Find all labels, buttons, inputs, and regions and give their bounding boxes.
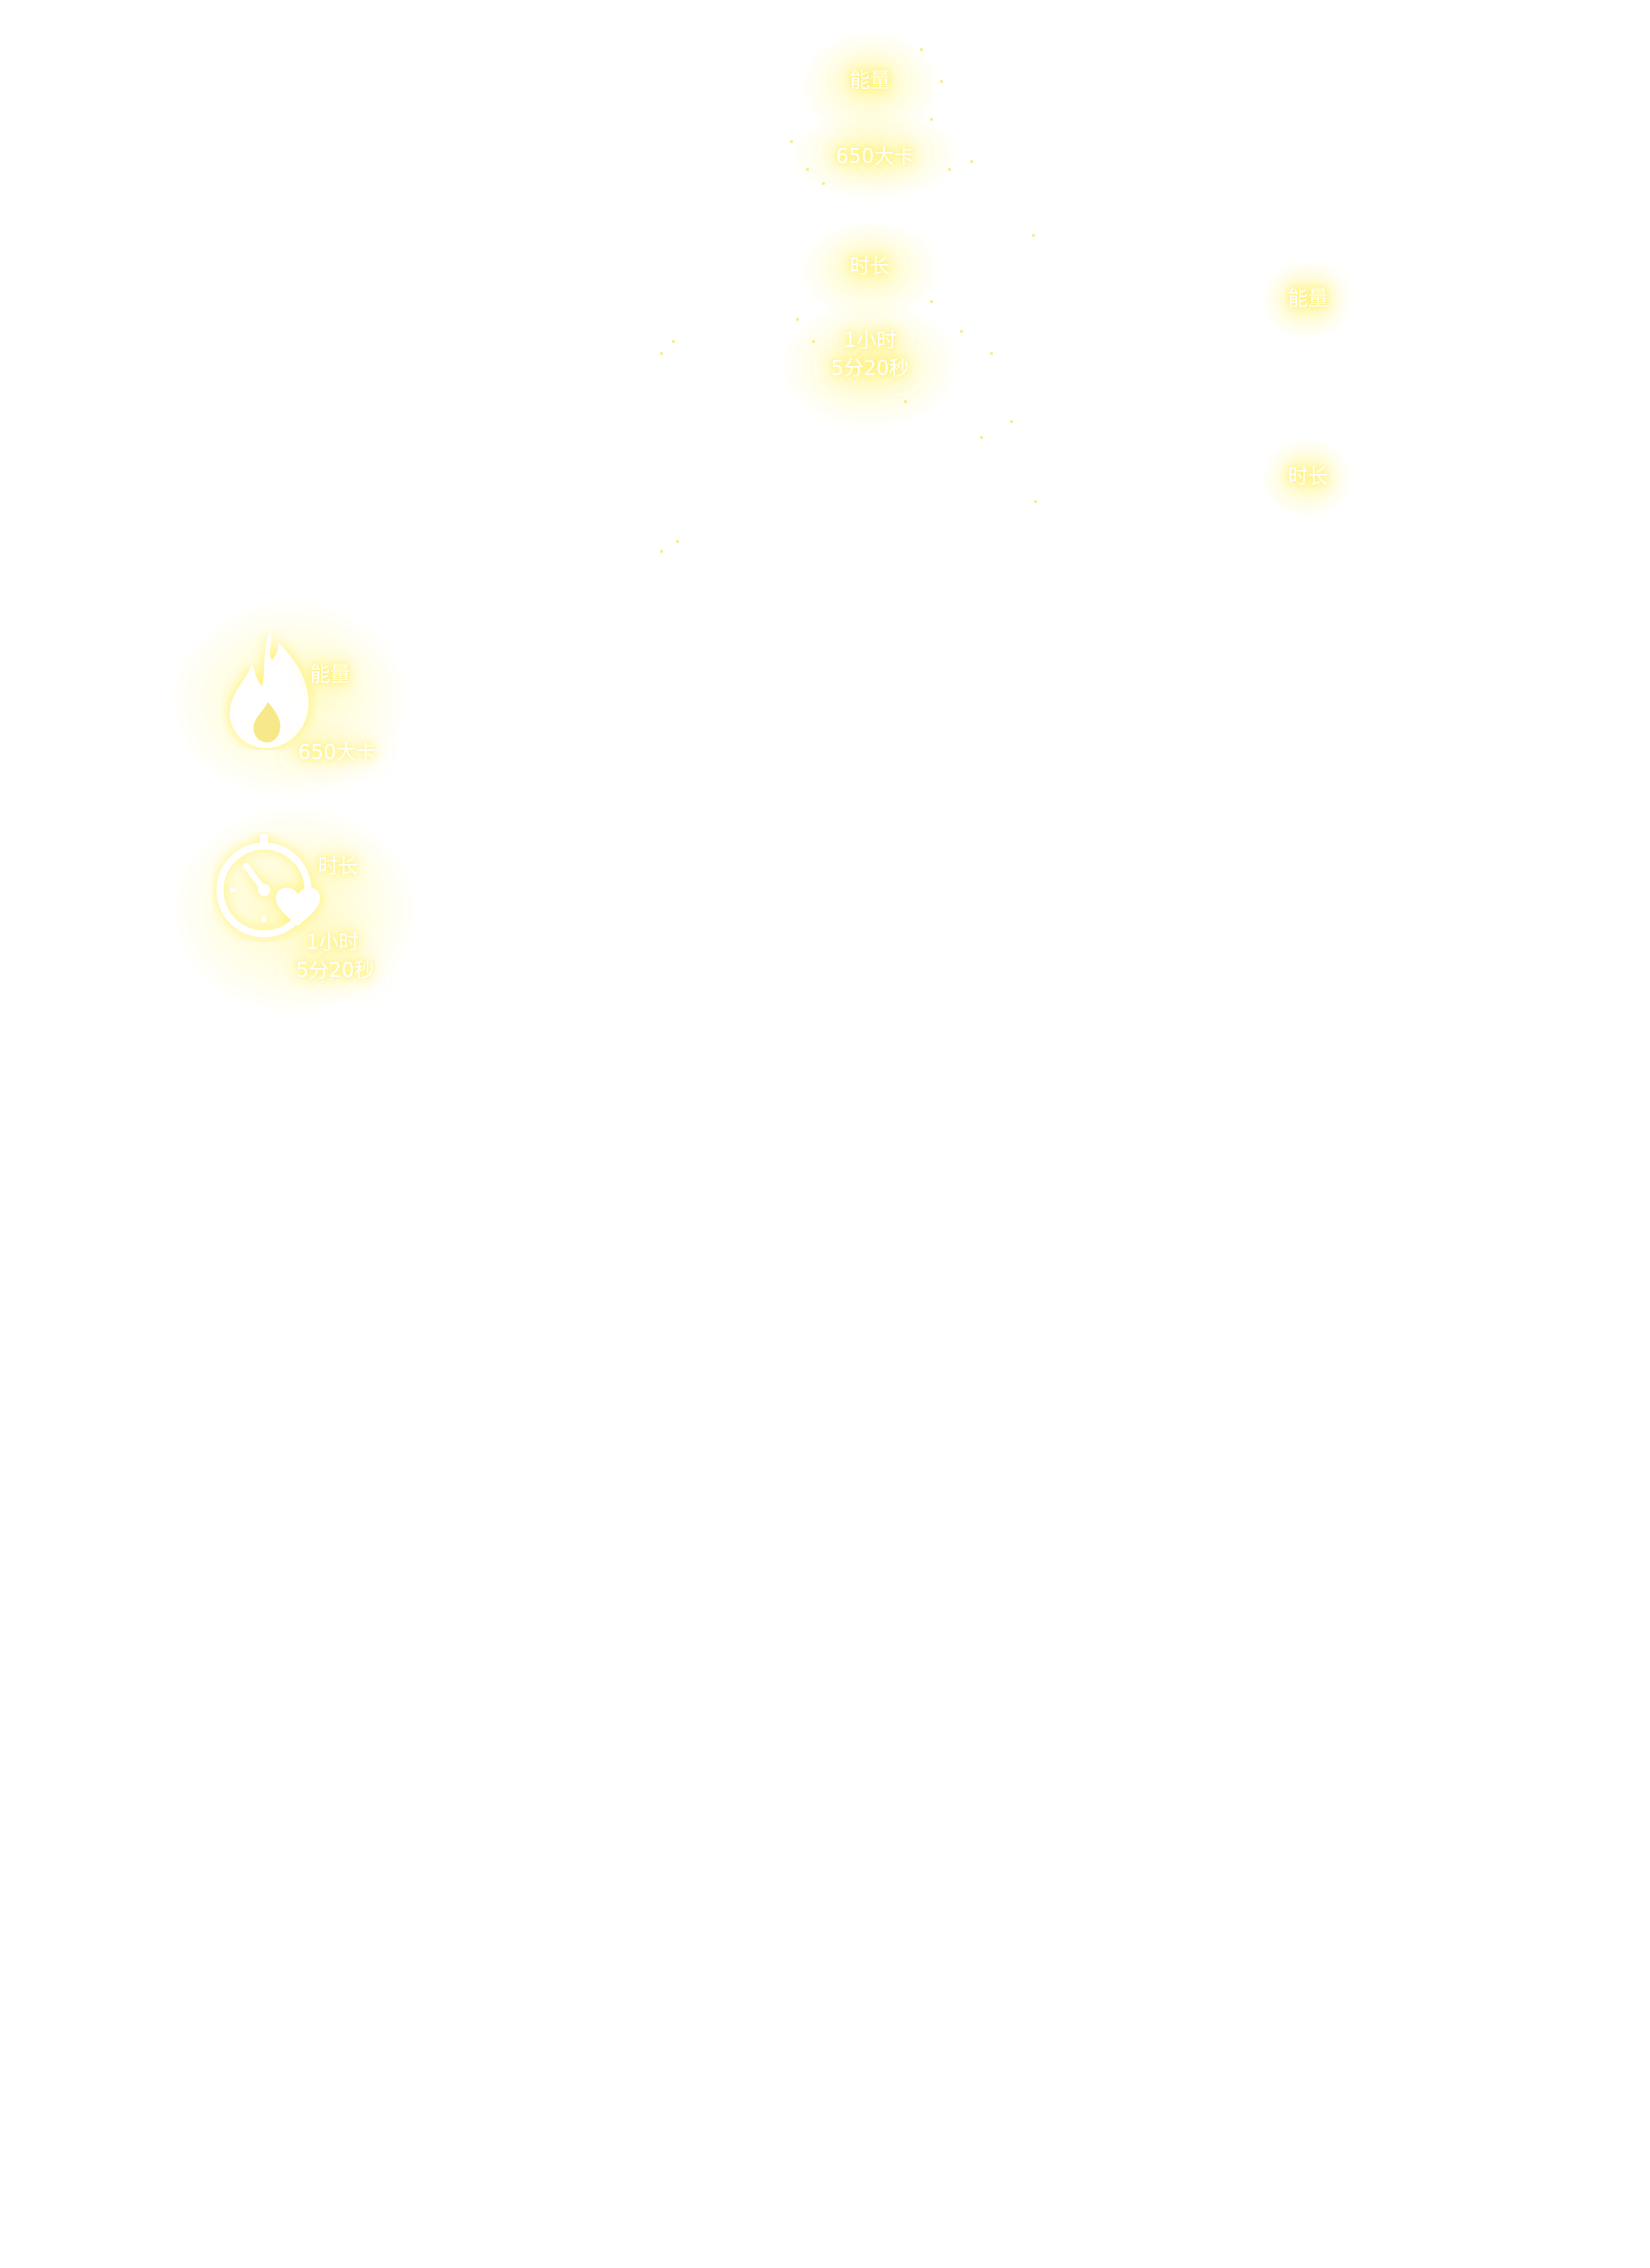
dust-speck xyxy=(970,160,973,163)
top-label-energy-value: 650大卡 xyxy=(835,144,915,168)
dust-speck xyxy=(1032,234,1035,237)
dust-speck xyxy=(960,330,963,333)
stopwatch-heart-icon xyxy=(212,832,328,942)
stat-duration-title: 时长 xyxy=(318,854,358,878)
dust-speck xyxy=(660,550,663,553)
dust-speck xyxy=(676,540,679,543)
dust-speck xyxy=(822,182,825,185)
dust-speck xyxy=(796,318,799,321)
stat-energy-title: 能量 xyxy=(310,662,350,686)
top-label-duration: 时长 xyxy=(850,254,890,278)
dust-speck xyxy=(940,80,943,83)
dust-speck xyxy=(948,168,951,171)
dust-speck xyxy=(990,352,993,355)
dust-speck xyxy=(930,118,933,121)
stat-duration-hours: 1小时 xyxy=(306,930,359,954)
dust-speck xyxy=(920,48,923,51)
dust-speck xyxy=(980,436,983,439)
dust-speck xyxy=(930,300,933,303)
dust-speck xyxy=(660,352,663,355)
dust-speck xyxy=(1034,500,1037,503)
dust-speck xyxy=(806,168,809,171)
top-label-duration-minutes: 5分20秒 xyxy=(830,356,910,380)
stat-energy-value: 650大卡 xyxy=(298,740,377,764)
top-label-duration-hours: 1小时 xyxy=(843,328,897,352)
dust-speck xyxy=(904,400,907,403)
right-marker-energy: 能量 xyxy=(1288,286,1328,310)
dust-speck xyxy=(812,340,815,343)
dust-speck xyxy=(790,140,793,143)
top-label-energy: 能量 xyxy=(850,68,890,92)
dust-speck xyxy=(1010,420,1013,423)
flame-icon xyxy=(222,630,318,750)
dust-speck xyxy=(672,340,675,343)
stat-duration-minutes: 5分20秒 xyxy=(296,958,375,982)
right-marker-duration: 时长 xyxy=(1288,464,1328,488)
